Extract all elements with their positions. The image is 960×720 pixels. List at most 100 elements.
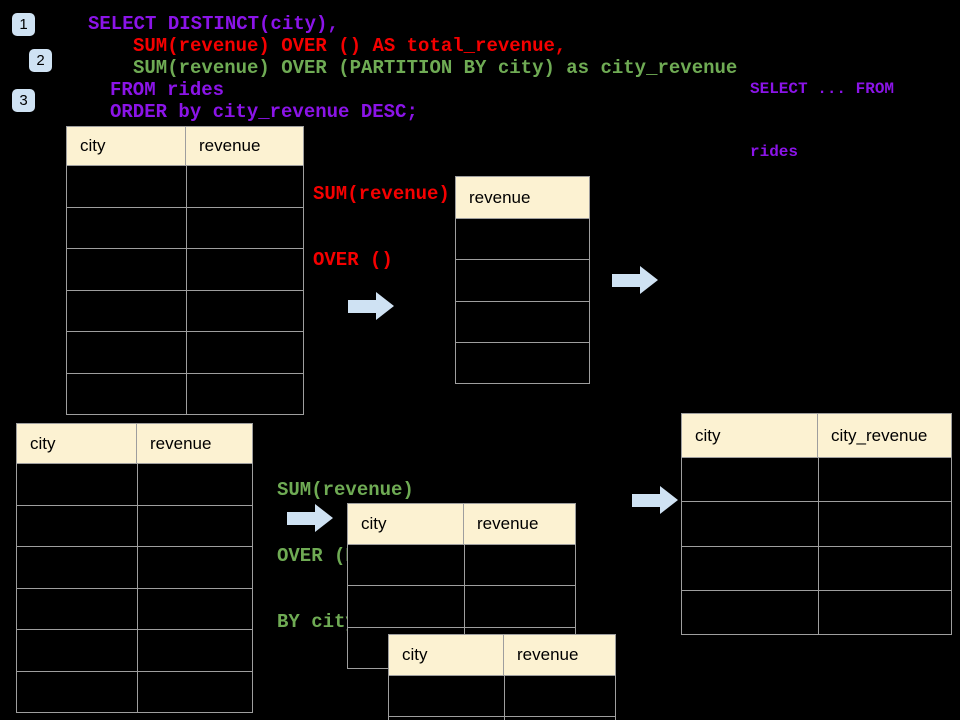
table-row — [456, 219, 589, 261]
table-row — [682, 502, 951, 547]
table-cell — [17, 464, 138, 505]
table-cell — [187, 166, 303, 207]
annotation-total-line-2: OVER () — [313, 249, 393, 271]
table-row — [17, 588, 252, 630]
column-header-revenue: revenue — [199, 136, 261, 155]
table-cell — [819, 591, 951, 634]
table-cell — [138, 506, 252, 547]
column-header-city: city — [389, 635, 504, 675]
arrow-bar — [348, 299, 376, 313]
table-row — [17, 630, 252, 672]
sql-line-total-revenue: SUM(revenue) OVER () AS total_revenue, — [133, 35, 567, 57]
column-header-revenue: revenue — [477, 514, 539, 533]
arrow-bar — [612, 273, 640, 287]
arrow-right-icon — [632, 486, 678, 514]
step-badge-1-label: 1 — [19, 16, 28, 33]
table-cell — [17, 630, 138, 671]
table-cell — [138, 672, 252, 713]
table-cell — [67, 249, 187, 290]
table-row — [17, 547, 252, 589]
annotation-total-line-1: SUM(revenue) — [313, 183, 450, 205]
table-cell — [819, 458, 951, 501]
table-cell — [465, 545, 575, 585]
arrow-right-icon — [348, 292, 394, 320]
side-note-line-1: SELECT ... FROM — [750, 80, 895, 98]
table-row — [456, 260, 589, 302]
table-row — [389, 717, 615, 720]
table-rides-source-top: city revenue — [66, 126, 304, 415]
table-cell — [505, 676, 615, 716]
table-header-row: revenue — [456, 177, 589, 219]
table-header-row: city revenue — [348, 504, 575, 545]
arrow-bar — [287, 511, 315, 525]
arrow-right-icon — [287, 504, 333, 532]
table-cell — [389, 676, 505, 716]
table-row — [67, 207, 303, 249]
column-header-revenue: revenue — [150, 433, 212, 453]
step-badge-1: 1 — [12, 13, 35, 36]
table-cell — [67, 373, 187, 414]
table-cell — [138, 464, 252, 505]
table-cell — [682, 502, 819, 546]
table-cell — [456, 260, 589, 300]
column-header-city: city — [682, 414, 818, 457]
arrow-head — [640, 266, 658, 294]
table-cell — [187, 332, 303, 373]
arrow-bar — [632, 493, 660, 507]
table-cell — [819, 547, 951, 590]
table-header-row: city revenue — [17, 424, 252, 464]
arrow-head — [315, 504, 333, 532]
annotation-total-revenue: SUM(revenue) OVER () — [313, 139, 450, 315]
table-row — [682, 458, 951, 503]
column-header-city-revenue: city_revenue — [831, 425, 928, 445]
table-cell — [17, 588, 138, 629]
table-partition-city-revenue-2: city revenue — [388, 634, 616, 720]
table-cell — [67, 207, 187, 248]
table-cell — [67, 290, 187, 331]
table-row — [17, 505, 252, 547]
step-badge-3-label: 3 — [19, 92, 28, 109]
table-cell — [348, 586, 465, 627]
sql-line-order-by: ORDER by city_revenue DESC; — [110, 101, 418, 123]
side-note-line-2: rides — [750, 143, 799, 161]
annotation-partition-line-1: SUM(revenue) — [277, 479, 414, 501]
table-cell — [67, 166, 187, 207]
column-header-city: city — [17, 424, 137, 463]
column-header-revenue: revenue — [517, 645, 579, 664]
table-cell — [465, 586, 575, 626]
table-row — [67, 332, 303, 374]
table-cell — [17, 671, 138, 712]
arrow-head — [376, 292, 394, 320]
table-cell — [456, 302, 589, 342]
table-cell — [17, 547, 138, 588]
table-cell — [138, 547, 252, 588]
table-header-row: city revenue — [67, 127, 303, 166]
table-row — [348, 545, 575, 587]
sql-line-from: FROM rides — [110, 79, 225, 101]
table-result-city-revenue: city city_revenue — [681, 413, 952, 635]
table-cell — [456, 343, 589, 383]
table-row — [67, 290, 303, 332]
table-cell — [67, 332, 187, 373]
table-cell — [138, 630, 252, 671]
arrow-right-icon — [612, 266, 658, 294]
table-row — [348, 586, 575, 628]
sql-line-select: SELECT DISTINCT(city), — [88, 13, 339, 35]
step-badge-2-label: 2 — [36, 52, 45, 69]
table-rides-source-bottom: city revenue — [16, 423, 253, 713]
table-cell — [17, 505, 138, 546]
table-cell — [682, 590, 819, 634]
sql-line-partition: SUM(revenue) OVER (PARTITION BY city) as… — [133, 57, 738, 79]
table-row — [456, 343, 589, 383]
table-row — [17, 464, 252, 506]
table-header-row: city revenue — [389, 635, 615, 676]
table-row — [67, 373, 303, 414]
table-row — [17, 671, 252, 713]
table-cell — [389, 717, 505, 720]
arrow-head — [660, 486, 678, 514]
table-row — [456, 302, 589, 343]
table-cell — [348, 545, 465, 586]
table-row — [67, 166, 303, 208]
step-badge-2: 2 — [29, 49, 52, 72]
